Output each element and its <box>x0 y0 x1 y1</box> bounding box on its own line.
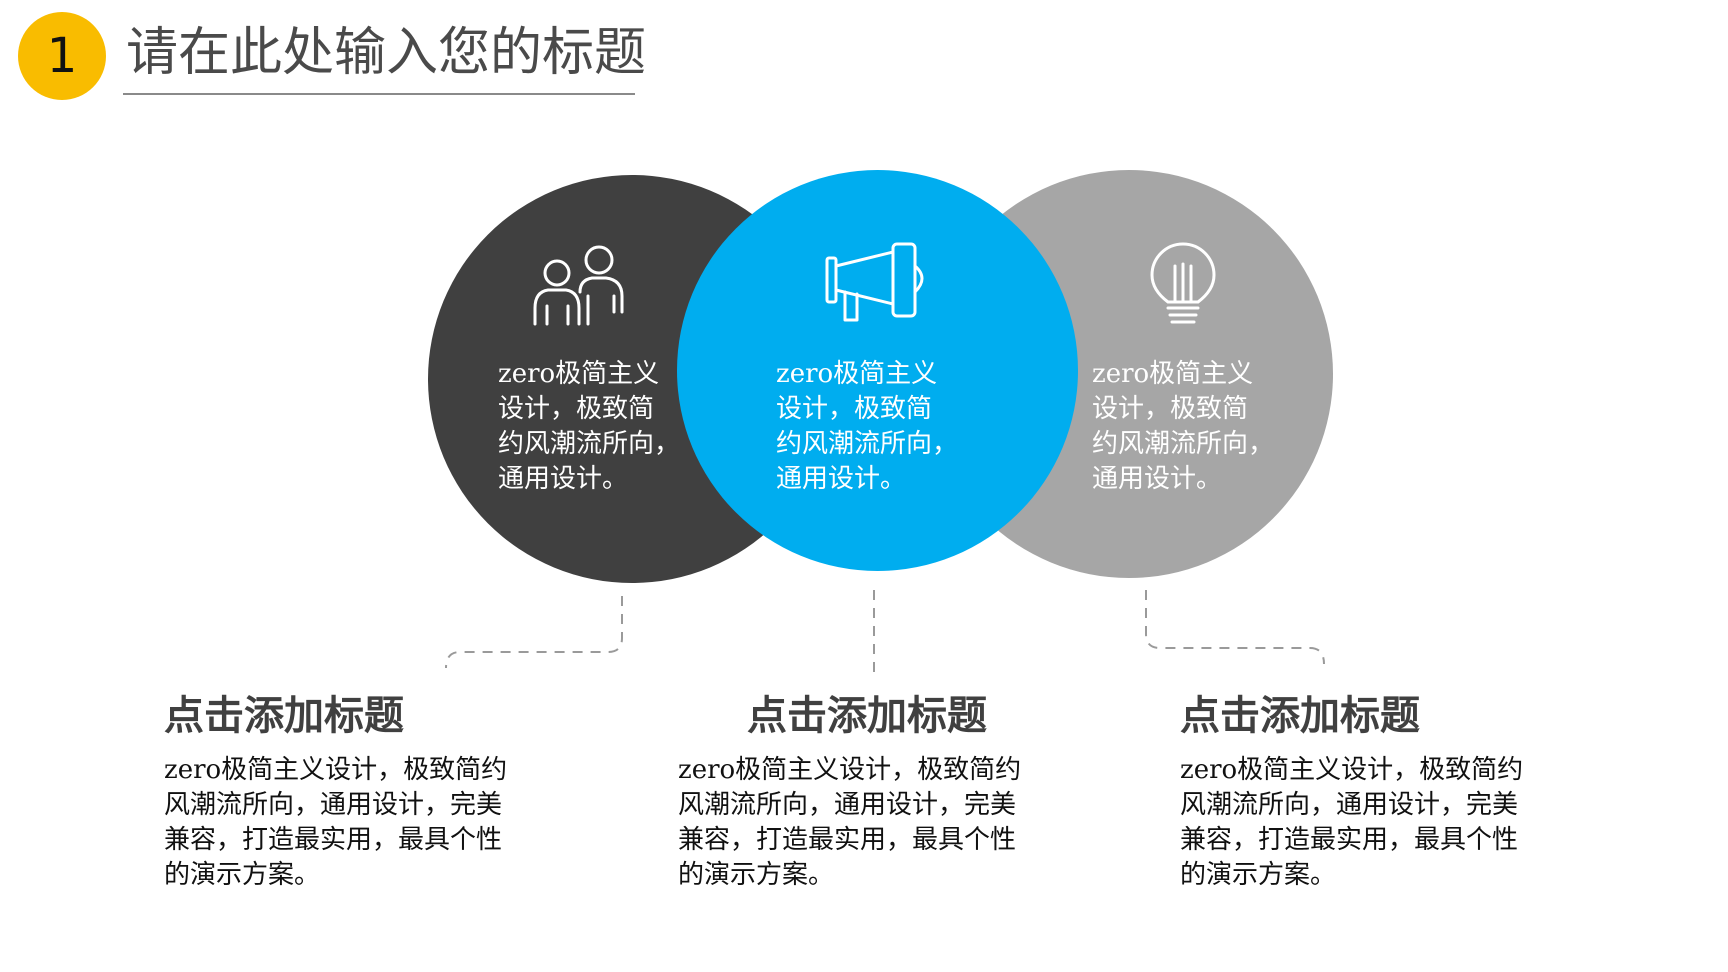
circle-dark-text: zero极简主义 设计，极致简 约风潮流所向， 通用设计。 <box>498 359 681 494</box>
connector-left <box>445 596 623 669</box>
card-title-left[interactable]: 点击添加标题 <box>164 693 404 739</box>
card-title-center[interactable]: 点击添加标题 <box>747 693 987 739</box>
people-icon <box>533 245 624 326</box>
card-body-right: zero极简主义设计，极致简约 风潮流所向，通用设计，完美 兼容，打造最实用，最… <box>1180 755 1524 890</box>
connector-right <box>1145 590 1325 665</box>
section-number-badge: 1 <box>18 12 106 100</box>
page-title[interactable]: 请在此处输入您的标题 <box>126 23 647 83</box>
megaphone-icon <box>825 242 924 322</box>
circle-blue-text: zero极简主义 设计，极致简 约风潮流所向， 通用设计。 <box>776 359 959 494</box>
lightbulb-icon <box>1150 242 1216 324</box>
circle-blue <box>677 170 1078 571</box>
card-title-right[interactable]: 点击添加标题 <box>1180 693 1420 739</box>
card-body-center: zero极简主义设计，极致简约 风潮流所向，通用设计，完美 兼容，打造最实用，最… <box>678 755 1022 890</box>
title-underline <box>123 93 635 95</box>
card-body-left: zero极简主义设计，极致简约 风潮流所向，通用设计，完美 兼容，打造最实用，最… <box>164 755 508 890</box>
circle-gray-text: zero极简主义 设计，极致简 约风潮流所向， 通用设计。 <box>1092 359 1275 494</box>
